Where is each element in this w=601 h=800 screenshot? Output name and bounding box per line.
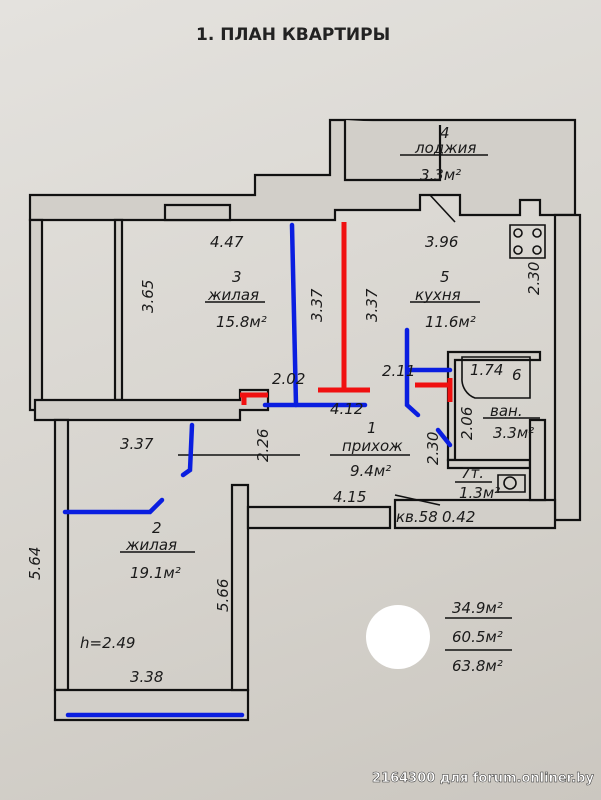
dim-4-15: 4.15 bbox=[333, 488, 366, 506]
dim-2-30-hall: 2.30 bbox=[424, 432, 442, 465]
dim-2-26: 2.26 bbox=[254, 429, 272, 462]
total-area: 60.5м² bbox=[452, 628, 503, 646]
watermark: 2164300 для forum.onliner.by bbox=[372, 771, 594, 786]
dim-3-38: 3.38 bbox=[130, 668, 163, 686]
dimensions: 4.47 3.96 3.65 3.37 3.37 2.30 2.02 2.11 … bbox=[26, 233, 543, 686]
bedroom3-name: жилая bbox=[207, 286, 259, 304]
privacy-circle bbox=[366, 605, 430, 669]
bath-number: 6 bbox=[512, 366, 522, 384]
kitchen-number: 5 bbox=[440, 268, 450, 286]
dim-4-47: 4.47 bbox=[210, 233, 244, 251]
bedroom2-name: жилая bbox=[125, 536, 177, 554]
dim-3-37-right: 3.37 bbox=[363, 288, 381, 322]
plan-title: 1. ПЛАН КВАРТИРЫ bbox=[196, 25, 390, 45]
kitchen-area: 11.6м² bbox=[425, 313, 476, 331]
removed-walls bbox=[240, 222, 453, 405]
ceiling-height: h=2.49 bbox=[80, 634, 135, 652]
dim-2-02: 2.02 bbox=[272, 370, 305, 388]
hall-area: 9.4м² bbox=[350, 462, 391, 480]
dim-3-65: 3.65 bbox=[139, 280, 157, 313]
dim-3-37-bedroom2: 3.37 bbox=[120, 435, 154, 453]
area-totals: 34.9м² 60.5м² 63.8м² bbox=[452, 599, 503, 675]
dim-2-11: 2.11 bbox=[382, 362, 415, 380]
dim-2-30-kitchen: 2.30 bbox=[525, 262, 543, 295]
bedroom3-number: 3 bbox=[232, 268, 242, 286]
dim-0-42: 0.42 bbox=[442, 508, 475, 526]
total-area-with-loggia: 63.8м² bbox=[452, 657, 503, 675]
wc-area: 1.3м² bbox=[459, 484, 500, 502]
hall-name: прихож bbox=[342, 437, 403, 455]
dim-5-66: 5.66 bbox=[214, 579, 232, 612]
bedroom2-area: 19.1м² bbox=[130, 564, 181, 582]
dim-3-37-left: 3.37 bbox=[308, 288, 326, 322]
kitchen-name: кухня bbox=[415, 286, 461, 304]
dim-3-96: 3.96 bbox=[425, 233, 458, 251]
apartment-number: кв.58 bbox=[396, 508, 438, 526]
wc-number: 7т. bbox=[461, 464, 484, 482]
dim-1-74: 1.74 bbox=[470, 361, 503, 379]
loggia-number: 4 bbox=[440, 124, 450, 142]
dim-5-64: 5.64 bbox=[26, 547, 44, 580]
dim-2-06: 2.06 bbox=[458, 407, 476, 440]
new-walls bbox=[62, 222, 453, 718]
bath-name: ван. bbox=[490, 402, 523, 420]
walls bbox=[28, 118, 582, 722]
loggia-name: лоджия bbox=[414, 139, 476, 157]
bath-area: 3.3м² bbox=[493, 424, 534, 442]
loggia-area: 3.3м² bbox=[420, 166, 461, 184]
bedroom3-area: 15.8м² bbox=[216, 313, 267, 331]
room-labels: 4 лоджия 3.3м² 3 жилая 15.8м² 5 кухня 11… bbox=[125, 124, 534, 582]
bedroom2-number: 2 bbox=[152, 519, 162, 537]
living-area-total: 34.9м² bbox=[452, 599, 503, 617]
dim-4-12: 4.12 bbox=[330, 400, 363, 418]
hall-number: 1 bbox=[367, 419, 377, 437]
